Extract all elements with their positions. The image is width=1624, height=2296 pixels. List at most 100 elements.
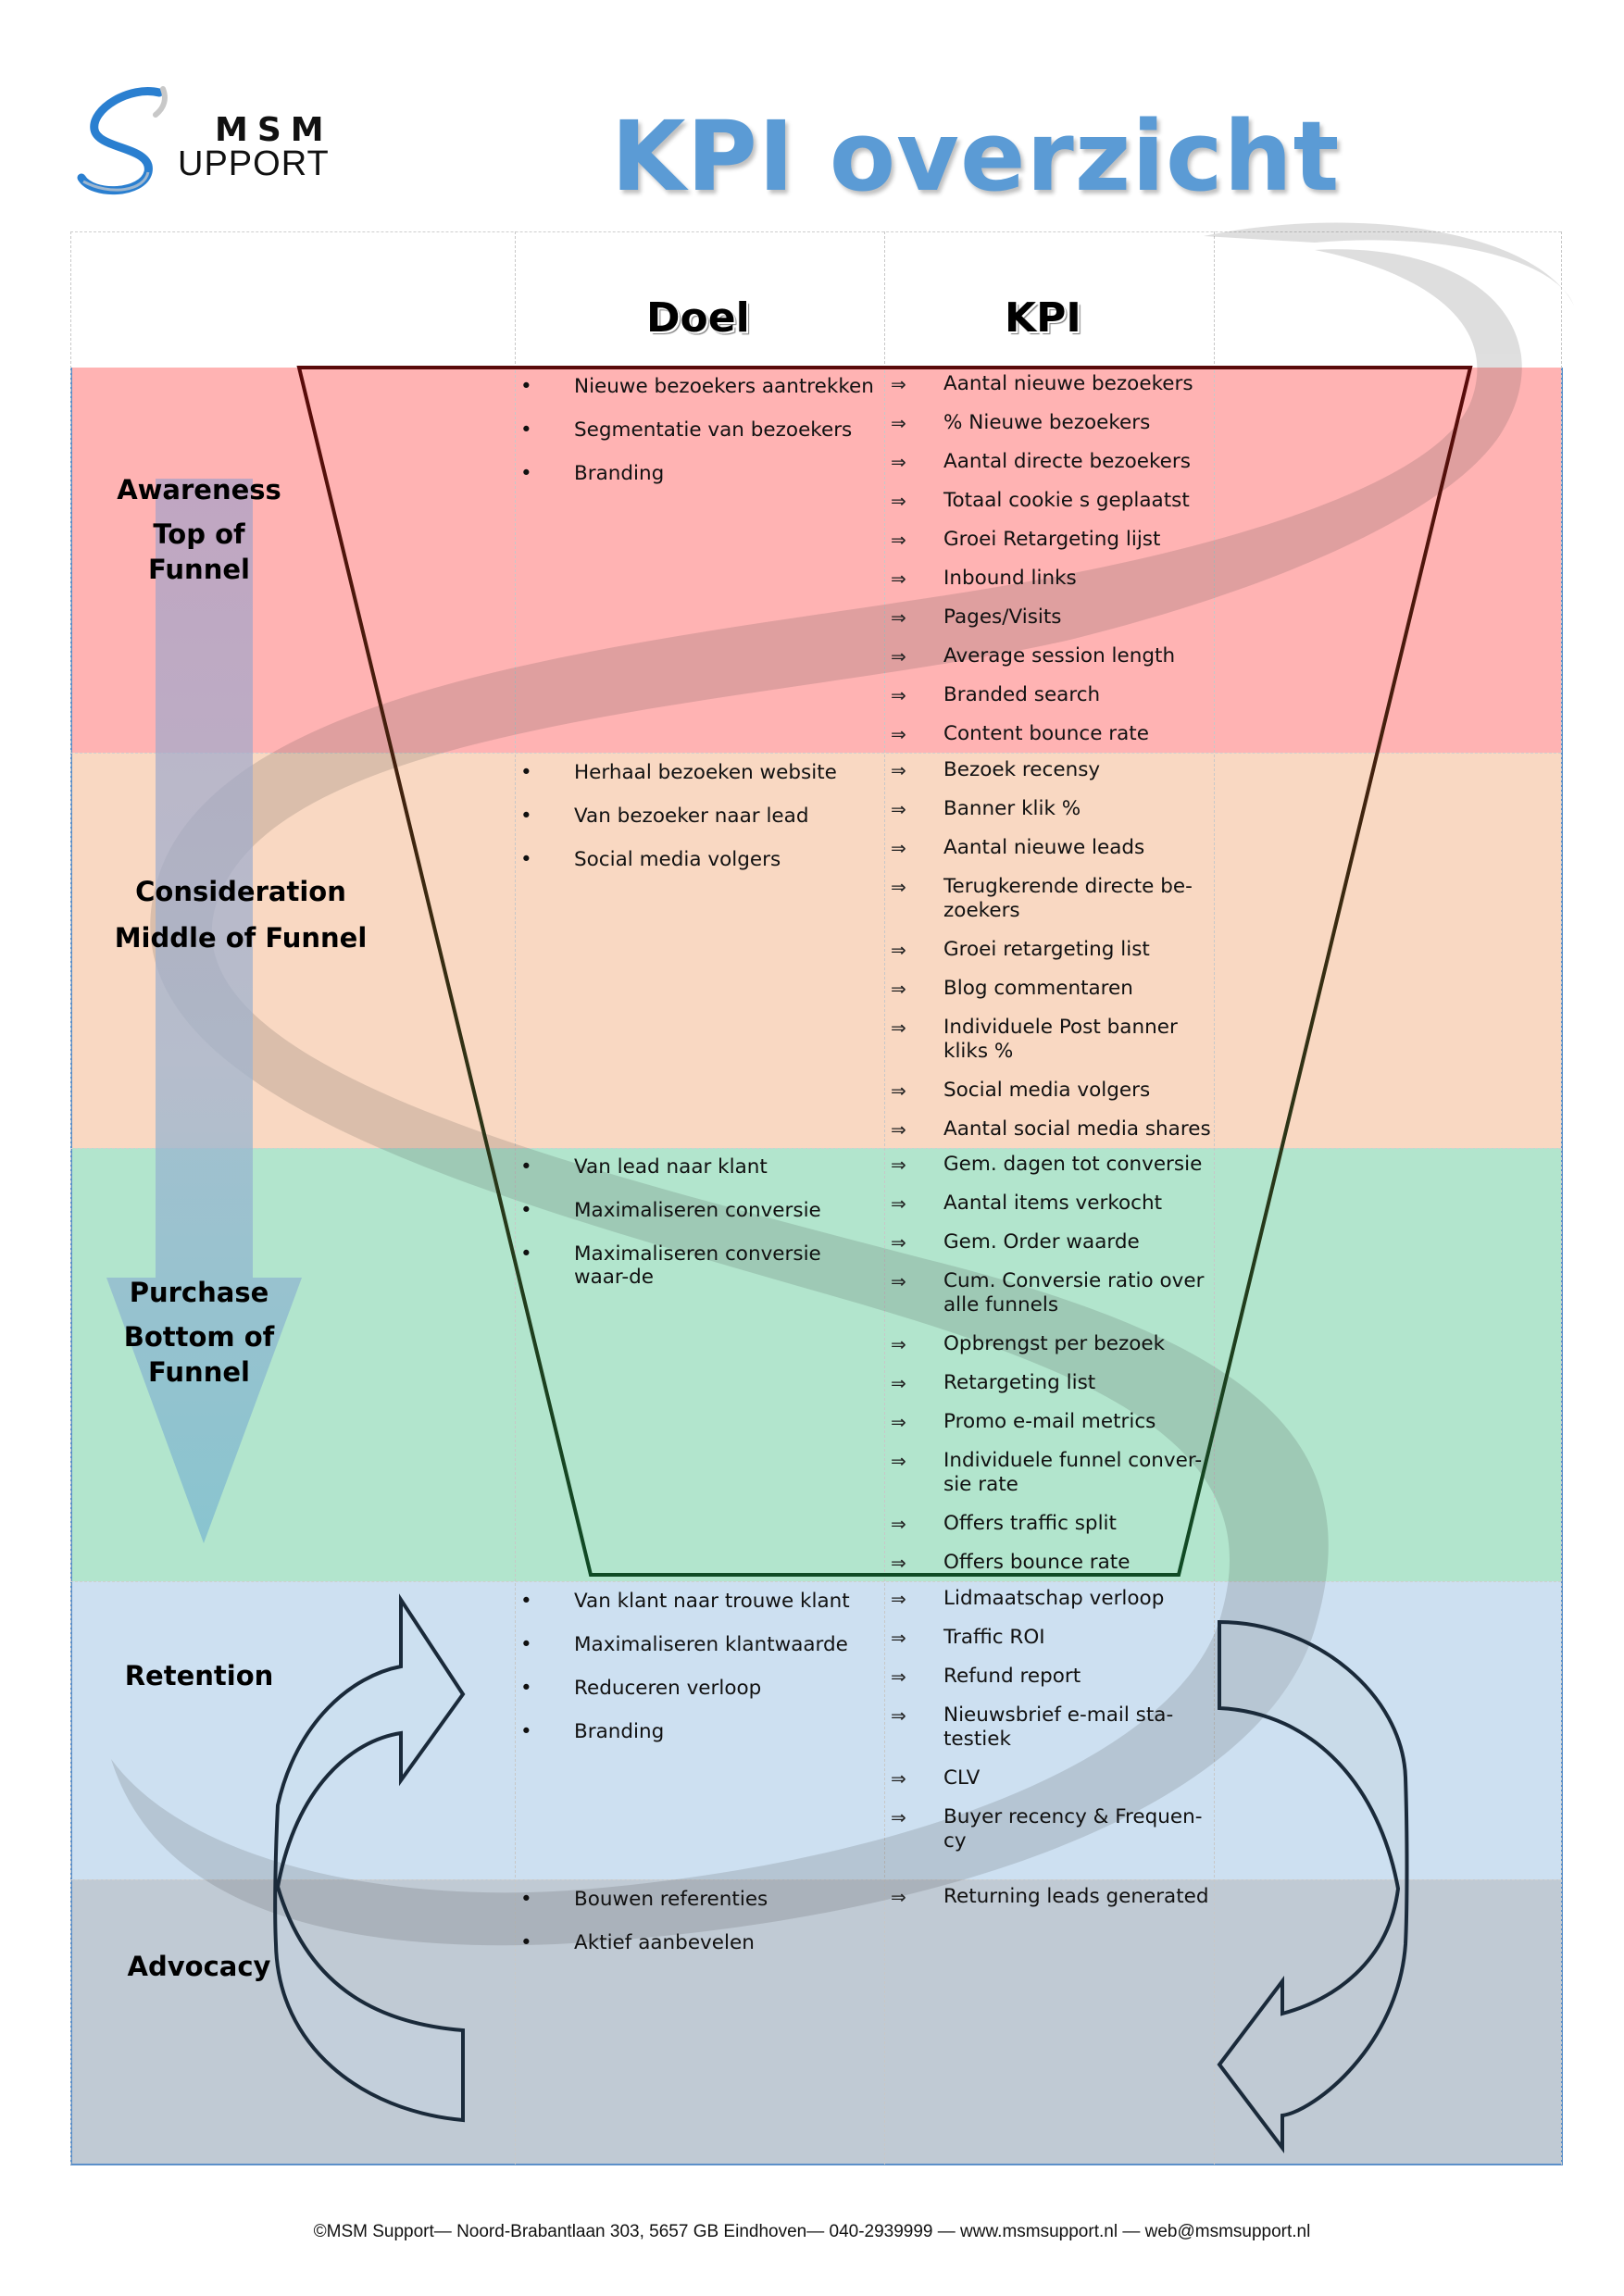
double-arrow-icon: ⇒ (891, 568, 906, 590)
bullet-icon: • (520, 848, 532, 871)
kpi-item: ⇒Aantal social media shares (891, 1117, 1215, 1142)
kpi-item-text: Aantal directe bezoekers (943, 450, 1191, 473)
kpi-item-text: Aantal items verkocht (943, 1192, 1163, 1215)
kpi-item: ⇒Banner klik % (891, 797, 1215, 821)
kpi-item-text: Pages/Visits (943, 605, 1062, 629)
stage-label-advocacy: Advocacy (83, 1949, 315, 1984)
kpi-item-text: Individuele funnel conver-sie rate (943, 1449, 1203, 1496)
doel-item-text: Social media volgers (574, 848, 781, 871)
double-arrow-icon: ⇒ (891, 1079, 906, 1102)
doel-item: •Van klant naar trouwe klant (520, 1590, 881, 1613)
doel-list-retention: •Van klant naar trouwe klant•Maximaliser… (520, 1590, 881, 1764)
double-arrow-icon: ⇒ (891, 1513, 906, 1535)
kpi-item: ⇒Buyer recency & Frequen-cy (891, 1805, 1215, 1853)
stage-label-awareness: Awareness Top of Funnel (83, 472, 315, 587)
double-arrow-icon: ⇒ (891, 1270, 906, 1292)
kpi-item-text: Average session length (943, 644, 1176, 668)
kpi-item-text: Blog commentaren (943, 977, 1133, 1000)
kpi-item-text: Branded search (943, 683, 1101, 706)
kpi-item-text: Aantal nieuwe bezoekers (943, 372, 1193, 395)
doel-item-text: Maximaliseren klantwaarde (574, 1633, 848, 1656)
doel-item: •Branding (520, 1720, 881, 1743)
kpi-item: ⇒Bezoek recensy (891, 758, 1215, 782)
double-arrow-icon: ⇒ (891, 1372, 906, 1394)
kpi-item-text: Cum. Conversie ratio over alle funnels (943, 1269, 1205, 1316)
footer-contact: ©MSM Support— Noord-Brabantlaan 303, 565… (313, 2222, 1311, 2241)
bullet-icon: • (520, 1242, 532, 1266)
doel-item: •Aktief aanbevelen (520, 1931, 881, 1954)
doel-item-text: Aktief aanbevelen (574, 1931, 755, 1954)
double-arrow-icon: ⇒ (891, 1154, 906, 1176)
double-arrow-icon: ⇒ (891, 645, 906, 668)
stage-label-line: Advocacy (127, 1951, 271, 1982)
doel-item-text: Van bezoeker naar lead (574, 805, 809, 828)
grid-line (70, 231, 71, 2165)
double-arrow-icon: ⇒ (891, 876, 906, 898)
grid-line (515, 231, 516, 2165)
kpi-item: ⇒ Cum. Conversie ratio over alle funnels (891, 1269, 1215, 1317)
kpi-item: ⇒Social media volgers (891, 1079, 1215, 1103)
grid-line (884, 231, 885, 2165)
kpi-item: ⇒ Offers traffic split (891, 1512, 1215, 1536)
kpi-item: ⇒ Promo e-mail metrics (891, 1410, 1215, 1434)
double-arrow-icon: ⇒ (891, 529, 906, 551)
double-arrow-icon: ⇒ (891, 1704, 906, 1727)
stage-label-line: Top of (153, 518, 245, 550)
kpi-list-retention: ⇒Lidmaatschap verloop⇒Traffic ROI⇒Refund… (891, 1587, 1215, 1868)
doel-item: •Maximaliseren conversie waar-de (520, 1242, 881, 1289)
kpi-item-text: Aantal nieuwe leads (943, 836, 1145, 859)
doel-list-advocacy: •Bouwen referenties•Aktief aanbevelen (520, 1888, 881, 1975)
double-arrow-icon: ⇒ (891, 1411, 906, 1433)
double-arrow-icon: ⇒ (891, 723, 906, 745)
kpi-item-text: Content bounce rate (943, 722, 1149, 745)
doel-item-text: Nieuwe bezoekers aantrekken (574, 375, 874, 398)
kpi-list-awareness: ⇒Aantal nieuwe bezoekers⇒% Nieuwe bezoek… (891, 372, 1215, 761)
doel-item-text: Van lead naar klant (574, 1155, 768, 1179)
double-arrow-icon: ⇒ (891, 1333, 906, 1355)
kpi-item-text: Terugkerende directe be-zoekers (943, 875, 1193, 922)
grid-line (70, 1879, 1561, 1880)
column-header-doel: Doel (646, 294, 750, 342)
kpi-item: ⇒Groei Retargeting lijst (891, 528, 1215, 552)
doel-item: •Herhaal bezoeken website (520, 761, 881, 784)
grid-line (1561, 231, 1562, 2165)
kpi-item-text: Opbrengst per bezoek (943, 1332, 1166, 1355)
kpi-item-text: Returning leads generated (943, 1885, 1209, 1908)
bullet-icon: • (520, 1677, 532, 1700)
kpi-item: ⇒Lidmaatschap verloop (891, 1587, 1215, 1611)
doel-list-awareness: •Nieuwe bezoekers aantrekken•Segmentatie… (520, 375, 881, 505)
kpi-item-text: CLV (943, 1766, 981, 1790)
kpi-item: ⇒Offers bounce rate (891, 1551, 1215, 1575)
doel-item-text: Van klant naar trouwe klant (574, 1590, 850, 1613)
stage-label-line: Purchase (129, 1277, 269, 1308)
kpi-item-text: Lidmaatschap verloop (943, 1587, 1165, 1610)
stage-label-consideration: Consideration Middle of Funnel (83, 874, 398, 955)
kpi-list-consideration: ⇒Bezoek recensy ⇒Banner klik % ⇒ Aantal nie… (891, 758, 1215, 1156)
kpi-item-text: Promo e-mail metrics (943, 1410, 1156, 1433)
kpi-item-text: Gem. Order waarde (943, 1230, 1140, 1254)
kpi-item-text: Offers traffic split (943, 1512, 1117, 1535)
doel-item: •Van lead naar klant (520, 1155, 881, 1179)
stage-label-line: Bottom of (123, 1321, 275, 1353)
bullet-icon: • (520, 418, 532, 442)
doel-item-text: Maximaliseren conversie (574, 1199, 821, 1222)
kpi-item: ⇒Branded search (891, 683, 1215, 707)
kpi-item: ⇒Traffic ROI (891, 1626, 1215, 1650)
double-arrow-icon: ⇒ (891, 1666, 906, 1688)
kpi-item: ⇒Individuele funnel conver-sie rate (891, 1449, 1215, 1497)
stage-label-line: Awareness (117, 474, 281, 505)
kpi-item-text: Aantal social media shares (943, 1117, 1211, 1141)
kpi-item: ⇒CLV (891, 1766, 1215, 1791)
bullet-icon: • (520, 805, 532, 828)
kpi-item-text: Buyer recency & Frequen-cy (943, 1805, 1203, 1853)
doel-item: •Maximaliseren klantwaarde (520, 1633, 881, 1656)
kpi-item: ⇒Aantal directe bezoekers (891, 450, 1215, 474)
kpi-item: ⇒ Terugkerende directe be-zoekers (891, 875, 1215, 923)
kpi-item-text: Refund report (943, 1665, 1081, 1688)
stage-label-retention: Retention (83, 1658, 315, 1693)
double-arrow-icon: ⇒ (891, 1552, 906, 1574)
double-arrow-icon: ⇒ (891, 1627, 906, 1649)
table-header-row (70, 231, 1561, 368)
page-title: KPI overzicht (611, 100, 1341, 213)
kpi-item: ⇒Blog commentaren (891, 977, 1215, 1001)
